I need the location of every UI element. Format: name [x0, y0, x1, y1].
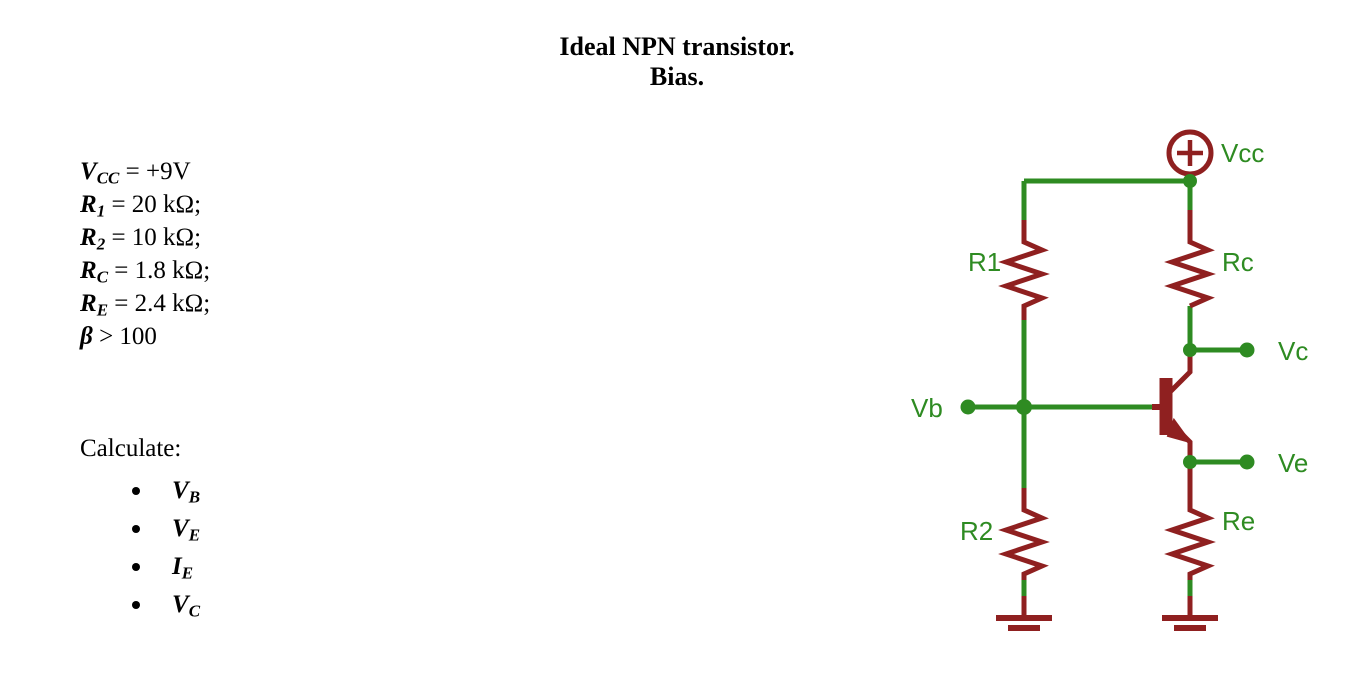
given-values-list: VCC = +9V R1 = 20 kΩ; R2 = 10 kΩ; RC = 1…	[80, 155, 210, 353]
ground-symbol-right	[1162, 615, 1218, 631]
given-symbol: R2	[80, 224, 106, 254]
node-dot-vcc	[1183, 174, 1197, 188]
calculate-symbol: IE	[172, 553, 194, 583]
list-item: VB	[80, 472, 200, 510]
given-symbol: RE	[80, 290, 109, 320]
given-row: RE = 2.4 kΩ;	[80, 287, 210, 320]
given-value: = 20 kΩ;	[111, 191, 202, 218]
label-rc: Rc	[1222, 247, 1254, 277]
given-row: R2 = 10 kΩ;	[80, 221, 210, 254]
calculate-heading: Calculate:	[80, 435, 182, 462]
given-value: > 100	[99, 323, 157, 350]
given-row: RC = 1.8 kΩ;	[80, 254, 210, 287]
r2-body	[998, 504, 1050, 580]
terminal-dot-vc	[1239, 342, 1255, 358]
list-item: VC	[80, 586, 200, 624]
given-value: = 2.4 kΩ;	[114, 290, 211, 317]
node-dot-emitter	[1183, 455, 1197, 469]
node-dot-base	[1016, 399, 1032, 415]
given-row: VCC = +9V	[80, 155, 210, 188]
given-row: R1 = 20 kΩ;	[80, 188, 210, 221]
ground-symbol-left	[996, 615, 1052, 631]
label-vcc: Vcc	[1221, 138, 1264, 168]
page-title: Ideal NPN transistor. Bias.	[0, 32, 1354, 92]
given-symbol: R1	[80, 191, 106, 221]
given-value: = 10 kΩ;	[111, 224, 202, 251]
circuit-schematic: Vcc R1 Rc Vc Vb Ve R2 Re	[880, 110, 1354, 650]
given-symbol: RC	[80, 257, 109, 287]
re-body	[1164, 504, 1216, 580]
bullet-icon	[132, 487, 140, 495]
title-line-1: Ideal NPN transistor.	[559, 32, 795, 61]
bullet-icon	[132, 563, 140, 571]
transistor-collector-lead	[1168, 350, 1193, 394]
terminal-dot-ve	[1239, 454, 1255, 470]
component-group	[996, 129, 1218, 631]
given-row: β > 100	[80, 320, 210, 353]
wire-group	[968, 178, 1247, 596]
calculate-symbol: VC	[172, 591, 201, 621]
node-dot-group	[960, 174, 1255, 470]
label-r1: R1	[968, 247, 1001, 277]
bullet-icon	[132, 601, 140, 609]
given-symbol: VCC	[80, 158, 120, 188]
calculate-symbol: VE	[172, 515, 201, 545]
bullet-icon	[132, 525, 140, 533]
given-symbol: β	[80, 323, 93, 350]
calculate-list: VB VE IE VC	[80, 472, 200, 624]
list-item: IE	[80, 548, 200, 586]
vcc-plus-icon	[1177, 140, 1203, 166]
r1-body	[998, 236, 1050, 320]
rc-body	[1164, 236, 1216, 309]
transistor-emitter-arrow	[1166, 417, 1193, 444]
label-vb: Vb	[911, 393, 943, 423]
label-re: Re	[1222, 506, 1255, 536]
title-line-2: Bias.	[649, 62, 705, 91]
label-vc: Vc	[1278, 336, 1308, 366]
list-item: VE	[80, 510, 200, 548]
node-dot-collector	[1183, 343, 1197, 357]
calculate-block: Calculate: VB VE IE VC	[80, 432, 200, 624]
terminal-dot-vb	[960, 399, 976, 415]
calculate-symbol: VB	[172, 477, 201, 507]
label-r2: R2	[960, 516, 993, 546]
label-ve: Ve	[1278, 448, 1308, 478]
given-value: = +9V	[125, 158, 191, 185]
given-value: = 1.8 kΩ;	[114, 257, 211, 284]
